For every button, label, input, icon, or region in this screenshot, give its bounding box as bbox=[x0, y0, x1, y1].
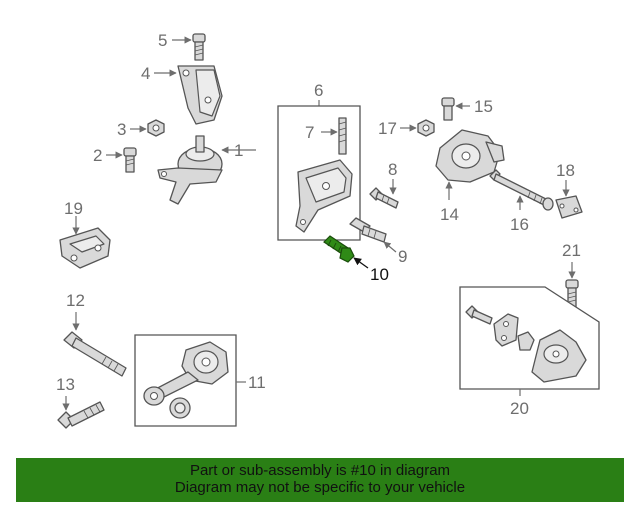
part-16-long-bolt bbox=[489, 169, 554, 211]
label-4: 4 bbox=[141, 64, 150, 83]
label-21: 21 bbox=[562, 241, 581, 260]
label-7: 7 bbox=[305, 123, 314, 142]
part-19-bracket bbox=[59, 227, 111, 269]
part-9-bolt bbox=[349, 217, 387, 243]
part-2-bolt bbox=[123, 147, 137, 173]
label-10: 10 bbox=[370, 265, 389, 284]
part-13-bolt bbox=[57, 401, 105, 429]
label-3: 3 bbox=[117, 120, 126, 139]
part-10-bolt-highlighted bbox=[323, 235, 355, 263]
part-14-mount bbox=[435, 129, 505, 183]
label-17: 17 bbox=[378, 119, 397, 138]
label-20: 20 bbox=[510, 399, 529, 418]
label-15: 15 bbox=[474, 97, 493, 116]
part-3-nut bbox=[147, 119, 165, 137]
part-11-torque-rod bbox=[143, 341, 229, 419]
part-18-plate bbox=[555, 195, 583, 219]
label-9: 9 bbox=[398, 247, 407, 266]
part-12-long-bolt bbox=[63, 331, 127, 377]
part-6-bracket bbox=[295, 159, 353, 233]
label-1: 1 bbox=[234, 141, 243, 160]
part-21-bolt bbox=[565, 279, 579, 309]
label-2: 2 bbox=[93, 146, 102, 165]
label-11: 11 bbox=[248, 373, 266, 392]
part-8-bolt bbox=[369, 187, 399, 209]
label-14: 14 bbox=[440, 205, 459, 224]
label-5: 5 bbox=[158, 31, 167, 50]
label-18: 18 bbox=[556, 161, 575, 180]
part-4-bracket bbox=[177, 65, 223, 125]
info-banner: Part or sub-assembly is #10 in diagram D… bbox=[16, 458, 624, 502]
label-8: 8 bbox=[388, 160, 397, 179]
part-5-bolt bbox=[192, 33, 206, 61]
part-7-stud bbox=[338, 117, 347, 155]
label-19: 19 bbox=[64, 199, 83, 218]
label-12: 12 bbox=[66, 291, 85, 310]
part-17-nut bbox=[417, 119, 435, 137]
label-6: 6 bbox=[314, 81, 323, 100]
part-1-engine-mount bbox=[157, 135, 223, 205]
part-15-bolt bbox=[441, 97, 455, 121]
banner-line-1: Part or sub-assembly is #10 in diagram bbox=[189, 462, 451, 479]
part-20-assembly bbox=[465, 305, 587, 383]
label-13: 13 bbox=[56, 375, 75, 394]
banner-line-2: Diagram may not be specific to your vehi… bbox=[174, 479, 466, 496]
label-16: 16 bbox=[510, 215, 529, 234]
